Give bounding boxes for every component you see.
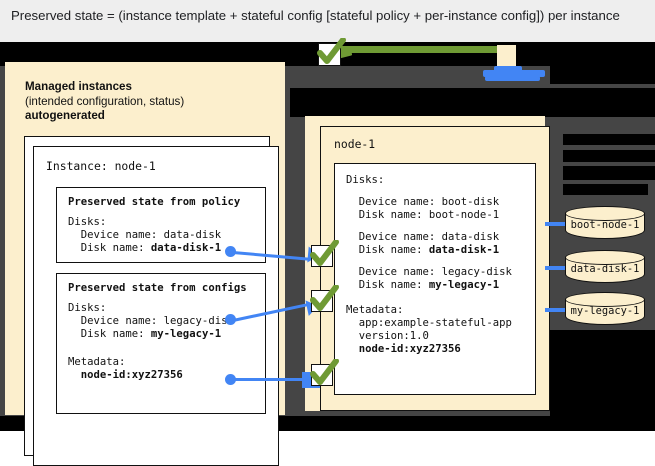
connector-line	[232, 302, 310, 322]
blue-scribble-1	[483, 70, 545, 77]
node-legacy-diskname: Disk name: my-legacy-1	[346, 279, 499, 291]
policy-disks-label: Disks:	[68, 216, 107, 228]
disk-label: my-legacy-1	[570, 305, 640, 317]
check-icon-metadata	[310, 359, 339, 386]
disk-my-legacy-1: my-legacy-1	[565, 292, 645, 330]
instance-header: Instance: node-1	[46, 159, 156, 173]
redaction-bar-7	[563, 166, 655, 180]
node-boot-device: Device name: boot-disk	[346, 196, 500, 208]
disk-connector-boot	[545, 222, 569, 226]
node-metadata-version: version:1.0	[346, 330, 429, 342]
configs-device-name: Device name: legacy-disk	[68, 315, 234, 327]
policy-disk-name-value: data-disk-1	[150, 242, 222, 254]
node-legacy-diskname-value: my-legacy-1	[428, 279, 500, 291]
configs-disk-name: Disk name: my-legacy-1	[68, 328, 221, 340]
node-metadata-label: Metadata:	[346, 304, 404, 316]
connector-dot	[225, 314, 236, 325]
title-line-1: Managed instances	[25, 80, 132, 93]
green-marker-bar	[336, 46, 499, 53]
disk-label: boot-node-1	[570, 219, 640, 231]
managed-instances-title: Managed instances (intended configuratio…	[25, 80, 275, 124]
check-icon-data-disk	[310, 240, 339, 267]
node-1-details: Disks: Device name: boot-disk Disk name:…	[334, 163, 536, 395]
node-data-device: Device name: data-disk	[346, 231, 500, 243]
configs-disk-name-value: my-legacy-1	[150, 328, 222, 340]
connector-policy-to-data-disk	[225, 240, 325, 264]
blue-scribble-2	[485, 76, 540, 81]
connector-line	[232, 251, 310, 261]
redaction-bar-3	[290, 95, 655, 117]
managed-instances-panel: Managed instances (intended configuratio…	[5, 62, 285, 466]
caption-text: Preserved state = (instance template + s…	[11, 8, 620, 23]
disk-top	[565, 292, 645, 307]
policy-device-name: Device name: data-disk	[68, 229, 222, 241]
check-icon-legacy-disk	[310, 285, 339, 312]
configs-card-heading: Preserved state from configs	[68, 282, 247, 294]
redaction-bar-5	[563, 134, 655, 145]
check-icon-top	[317, 38, 346, 66]
node-data-diskname: Disk name: data-disk-1	[346, 244, 499, 256]
configs-disk-name-label: Disk name:	[68, 328, 151, 340]
policy-disk-name-label: Disk name:	[68, 242, 151, 254]
node-disks-label: Disks:	[346, 174, 385, 186]
instance-card-front: Instance: node-1 Preserved state from po…	[33, 146, 279, 466]
policy-card-heading: Preserved state from policy	[68, 196, 241, 208]
configs-metadata-value: node-id:xyz27356	[68, 369, 183, 381]
disk-top	[565, 250, 645, 265]
policy-disk-name: Disk name: data-disk-1	[68, 242, 221, 254]
disk-connector-data	[545, 266, 569, 270]
connector-configs-to-legacy-disk	[225, 298, 325, 326]
redaction-bar-6	[563, 150, 655, 162]
configs-disks-label: Disks:	[68, 302, 107, 314]
disk-label: data-disk-1	[570, 263, 640, 275]
redaction-bar-9	[550, 330, 655, 416]
disk-boot-node-1: boot-node-1	[565, 206, 645, 244]
title-line-3: autogenerated	[25, 109, 105, 123]
redaction-bar-8	[563, 184, 648, 195]
disk-connector-legacy	[545, 308, 569, 312]
connector-dot	[225, 246, 236, 257]
redaction-bar-10	[285, 42, 315, 66]
connector-dot	[225, 374, 236, 385]
blue-scribble-3	[494, 66, 522, 72]
node-boot-diskname: Disk name: boot-node-1	[346, 209, 500, 221]
node-legacy-device: Device name: legacy-disk	[346, 266, 512, 278]
preserved-state-configs-card: Preserved state from configs Disks: Devi…	[56, 273, 266, 414]
disk-data-disk-1: data-disk-1	[565, 250, 645, 288]
connector-line	[233, 378, 305, 381]
disk-top	[565, 206, 645, 221]
node-1-box: node-1 Disks: Device name: boot-disk Dis…	[320, 126, 550, 411]
cream-swatch	[497, 45, 516, 66]
node-data-diskname-value: data-disk-1	[428, 244, 500, 256]
redaction-bar-4	[550, 66, 655, 84]
node-metadata-app: app:example-stateful-app	[346, 317, 512, 329]
node-data-diskname-label: Disk name:	[346, 244, 429, 256]
node-metadata-nodeid: node-id:xyz27356	[346, 343, 461, 355]
configs-metadata-label: Metadata:	[68, 356, 126, 368]
node-1-title: node-1	[334, 137, 376, 151]
node-legacy-diskname-label: Disk name:	[346, 279, 429, 291]
caption-band: Preserved state = (instance template + s…	[0, 0, 655, 42]
title-line-2: (intended configuration, status)	[25, 94, 185, 108]
